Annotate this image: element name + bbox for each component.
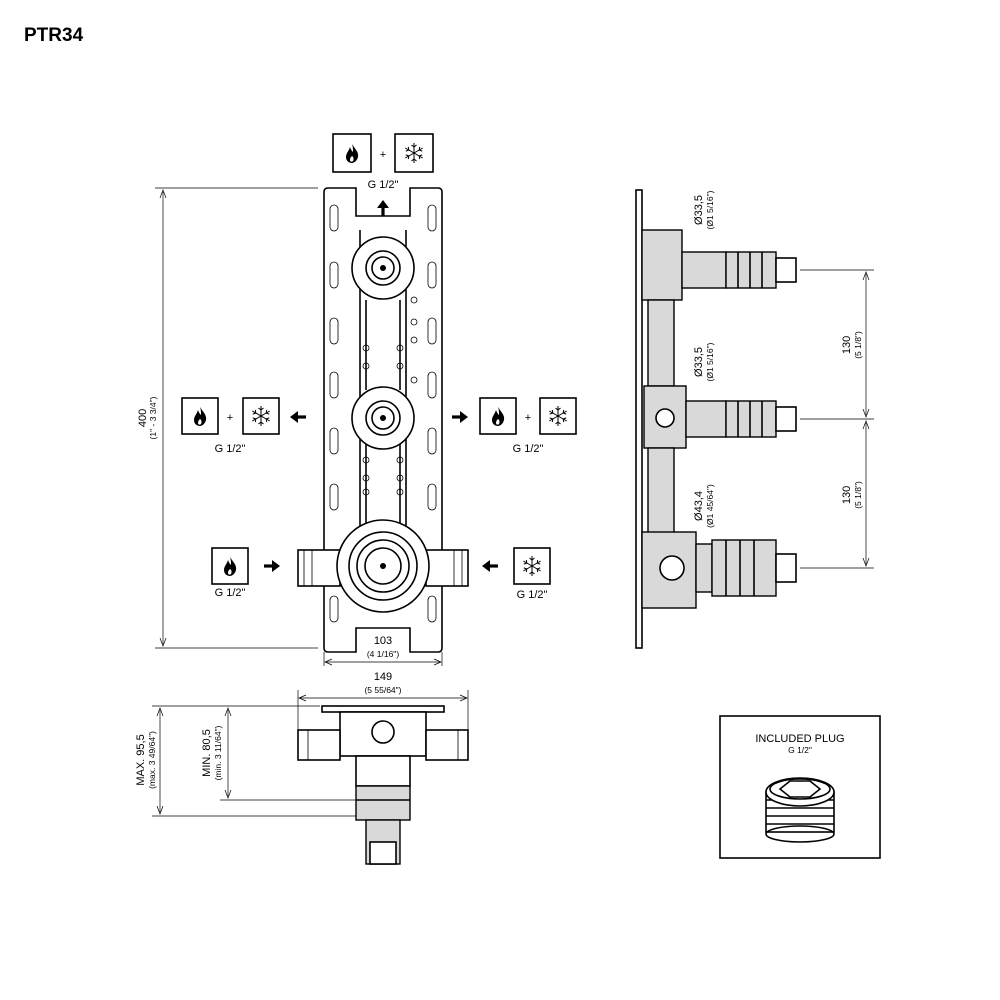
inner-width-dimension xyxy=(323,652,443,666)
spacing1-in: (5 1/8") xyxy=(853,331,863,359)
max-depth-in: (max. 3 49/64") xyxy=(147,731,157,789)
outlet-top xyxy=(351,236,415,300)
right-hot-box xyxy=(479,397,517,435)
min-depth-in: (min. 3 11/64") xyxy=(213,725,223,780)
dia2-mm: Ø33,5 xyxy=(693,347,705,377)
plus-sign: + xyxy=(227,412,233,424)
spacing1-mm: 130 xyxy=(841,336,853,354)
bottom-inlet-right xyxy=(425,729,469,761)
included-plug-box: INCLUDED PLUG G 1/2" xyxy=(719,715,881,859)
bottom-plate xyxy=(321,705,445,713)
cold-inlet-label: G 1/2" xyxy=(517,589,548,601)
plug-illustration xyxy=(765,777,835,843)
height-mm: 400 xyxy=(137,409,149,427)
left-hot-box xyxy=(181,397,219,435)
bottom-inlet-left xyxy=(297,729,341,761)
bottom-cartridge xyxy=(355,755,411,787)
hot-inlet-label: G 1/2" xyxy=(215,587,246,599)
max-depth-mm: MAX. 95,5 xyxy=(135,734,147,785)
dia3-mm: Ø43,4 xyxy=(693,491,705,521)
dia3-in: (Ø1 45/64") xyxy=(705,484,715,528)
side-plate xyxy=(635,189,643,649)
flame-icon xyxy=(224,557,237,576)
bottom-view: 149 (5 55/64") MAX. 95,5 (max. 3 49/64")… xyxy=(135,671,469,865)
upper-pipe xyxy=(647,299,675,387)
arrow-left-icon xyxy=(288,409,308,425)
plug-thread: G 1/2" xyxy=(788,745,812,755)
plate-slots xyxy=(329,204,437,623)
side-outlet-1 xyxy=(681,251,797,289)
depth-dimensions xyxy=(152,705,356,817)
spacing-dimensions xyxy=(800,269,874,569)
lower-pipe xyxy=(647,447,675,535)
bottom-port xyxy=(371,720,395,744)
right-port-label: G 1/2" xyxy=(513,443,544,455)
mounting-plate xyxy=(323,187,443,653)
width-dimension xyxy=(297,690,469,730)
plus-sign: + xyxy=(525,412,531,424)
flame-icon xyxy=(194,407,207,426)
left-cold-box xyxy=(242,397,280,435)
arrow-right-icon xyxy=(450,409,470,425)
snowflake-icon xyxy=(548,405,568,427)
arrow-right-icon xyxy=(262,558,282,574)
lower-port xyxy=(659,555,685,581)
plug-title: INCLUDED PLUG xyxy=(755,733,844,745)
flame-icon xyxy=(346,144,359,163)
flame-icon xyxy=(492,407,505,426)
spacing2-in: (5 1/8") xyxy=(853,481,863,509)
height-in: (1" - 3 3/4") xyxy=(148,396,158,439)
mixer-main xyxy=(336,519,430,613)
screw-holes xyxy=(362,344,404,496)
snowflake-icon xyxy=(251,405,271,427)
inner-width-in: (4 1/16") xyxy=(367,649,399,659)
front-view: + G 1/2" xyxy=(137,133,577,666)
dia1-mm: Ø33,5 xyxy=(693,195,705,225)
snowflake-icon xyxy=(522,555,542,577)
side-outlet-3 xyxy=(695,539,797,597)
left-port-label: G 1/2" xyxy=(215,443,246,455)
upper-block xyxy=(641,229,683,301)
side-view: Ø33,5 (Ø1 5/16") Ø33,5 (Ø1 5/16") Ø43,4 … xyxy=(635,189,874,649)
min-depth-mm: MIN. 80,5 xyxy=(201,729,213,777)
height-dimension xyxy=(155,187,318,649)
middle-port xyxy=(655,408,675,428)
spacing2-mm: 130 xyxy=(841,486,853,504)
page-title: PTR34 xyxy=(24,25,84,46)
inlet-stubs xyxy=(297,549,469,587)
dia2-in: (Ø1 5/16") xyxy=(705,342,715,381)
snowflake-icon xyxy=(404,142,424,164)
dia1-in: (Ø1 5/16") xyxy=(705,190,715,229)
outlet-middle xyxy=(351,386,415,450)
right-cold-box xyxy=(539,397,577,435)
top-port-label: G 1/2" xyxy=(368,179,399,191)
arrow-left-icon xyxy=(480,558,500,574)
inner-width-mm: 103 xyxy=(374,635,392,647)
width-in: (5 55/64") xyxy=(364,685,401,695)
side-outlet-2 xyxy=(685,400,797,438)
hot-inlet-box xyxy=(211,547,249,585)
cold-box xyxy=(394,133,434,173)
cold-inlet-box xyxy=(513,547,551,585)
width-mm: 149 xyxy=(374,671,392,683)
arrow-up-icon xyxy=(375,198,391,218)
plus-sign: + xyxy=(380,149,386,161)
hot-box xyxy=(332,133,372,173)
bottom-sleeve xyxy=(355,785,411,821)
